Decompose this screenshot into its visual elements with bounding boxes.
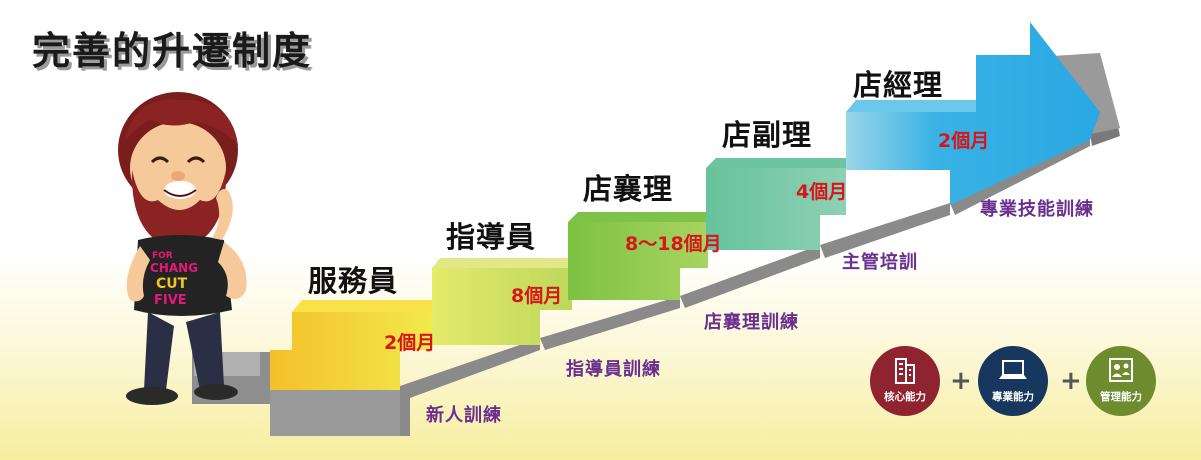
duration-label-5: 2個月 bbox=[938, 130, 990, 152]
training-label-1: 新人訓練 bbox=[426, 405, 502, 426]
shirt-text-2: CHANG bbox=[150, 261, 198, 275]
stair-step-1 bbox=[270, 300, 432, 390]
rank-label-4: 店副理 bbox=[722, 118, 813, 152]
capability-badge-professional: 專業能力 bbox=[978, 346, 1048, 416]
duration-label-4: 4個月 bbox=[796, 181, 848, 203]
rank-label-5: 店經理 bbox=[853, 68, 944, 102]
stair-step-4 bbox=[706, 158, 846, 250]
rank-label-1: 服務員 bbox=[308, 264, 399, 298]
plus-sign-1: + bbox=[950, 366, 972, 396]
capability-label-management: 管理能力 bbox=[1100, 391, 1142, 403]
mascot-character: FOR CHANG CUT FIVE bbox=[118, 92, 247, 405]
capability-label-core: 核心能力 bbox=[884, 391, 926, 403]
plus-sign-2: + bbox=[1060, 366, 1082, 396]
capability-badge-core: 核心能力 bbox=[870, 346, 940, 416]
capability-label-professional: 專業能力 bbox=[992, 391, 1034, 403]
duration-label-2: 8個月 bbox=[511, 285, 563, 307]
people-board-icon bbox=[1109, 358, 1133, 382]
shirt-text-3: CUT bbox=[156, 276, 188, 292]
page-title: 完善的升遷制度 bbox=[32, 29, 313, 73]
stair-step-5-arrow bbox=[846, 22, 1100, 205]
duration-label-1: 2個月 bbox=[384, 332, 436, 354]
stair-step-3 bbox=[568, 212, 708, 300]
capability-badge-management: 管理能力 bbox=[1086, 346, 1156, 416]
training-label-5: 專業技能訓練 bbox=[980, 199, 1094, 220]
rank-label-2: 指導員 bbox=[446, 220, 537, 254]
rank-label-3: 店襄理 bbox=[583, 172, 674, 206]
building-icon bbox=[895, 358, 915, 384]
training-label-3: 店襄理訓練 bbox=[704, 312, 799, 333]
laptop-icon bbox=[999, 360, 1027, 379]
stair-step-2 bbox=[432, 258, 572, 345]
shirt-text-1: FOR bbox=[152, 251, 173, 261]
duration-label-3: 8～18個月 bbox=[625, 233, 722, 255]
shirt-text-4: FIVE bbox=[154, 293, 187, 308]
training-label-4: 主管培訓 bbox=[842, 252, 918, 273]
training-label-2: 指導員訓練 bbox=[566, 359, 661, 380]
